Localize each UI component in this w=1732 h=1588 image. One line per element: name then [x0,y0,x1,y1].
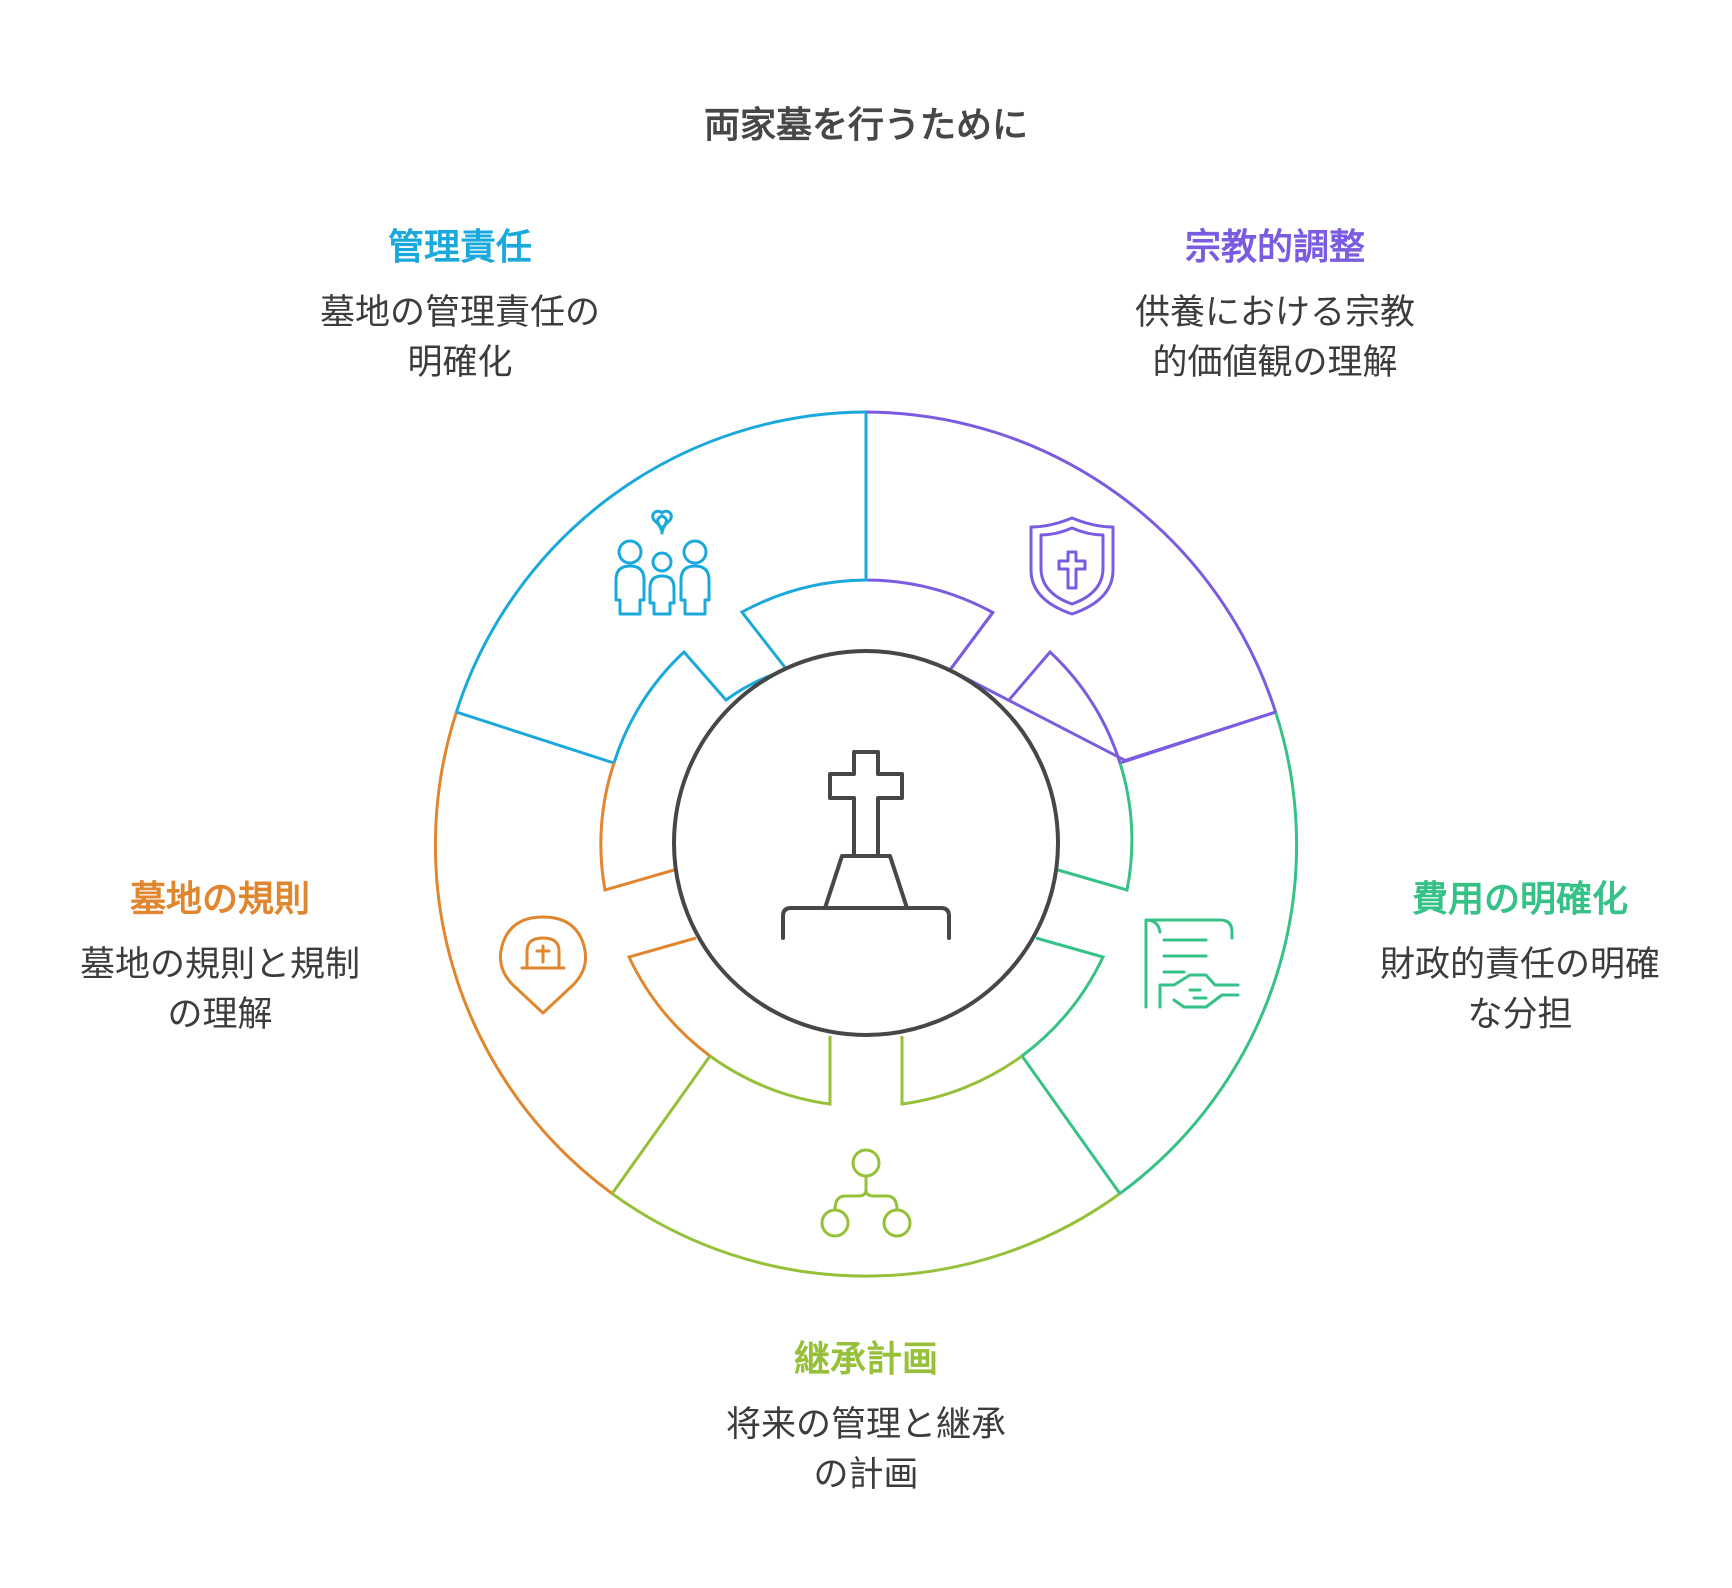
segment-succession [610,1036,1023,1195]
label-title: 管理責任 [387,227,532,268]
outer-arc-rules [433,711,613,1195]
diagram-title: 両家墓を行うために [703,105,1028,146]
family-heart-icon [614,509,711,616]
label-title: 継承計画 [793,1339,938,1380]
segment-management [455,412,868,765]
shield-cross-icon [1029,516,1115,616]
label-desc-line: の計画 [813,1455,919,1495]
center-circle [672,649,1060,1037]
contract-handshake-icon [1144,918,1240,1009]
label-rules: 墓地の規則 墓地の規則と規制 の理解 [40,870,400,1040]
label-desc-line: 的価値観の理解 [1152,343,1398,383]
outer-arc-management [454,410,867,713]
label-desc-line: 供養における宗教 [1134,293,1415,333]
label-desc-line: 財政的責任の明確 [1379,945,1660,985]
label-religion: 宗教的調整 供養における宗教 的価値観の理解 [1105,218,1445,388]
label-succession: 継承計画 将来の管理と継承 の計画 [690,1330,1042,1500]
label-desc-line: 将来の管理と継承 [725,1405,1006,1445]
label-cost: 費用の明確化 財政的責任の明確 な分担 [1340,870,1700,1040]
outer-arc-religion [864,410,1278,763]
label-title: 宗教的調整 [1184,227,1365,268]
segment-religion [948,611,1277,765]
label-title: 費用の明確化 [1411,879,1628,920]
segment-rules [599,762,711,1058]
label-desc-line: 墓地の規則と規制 [79,945,360,985]
outer-arc-cost [1119,711,1299,1195]
branch-nodes-icon [820,1148,912,1238]
label-desc-line: 墓地の管理責任の [319,293,600,333]
label-desc-line: 明確化 [407,343,513,383]
grave-pin-icon [498,915,588,1015]
outer-arc-succession [611,1192,1121,1278]
segment-cost [1019,762,1134,1195]
label-title: 墓地の規則 [129,879,310,920]
label-management: 管理責任 墓地の管理責任の 明確化 [290,218,630,388]
grave-cross-icon [781,750,951,940]
label-desc-line: な分担 [1467,995,1573,1035]
label-desc-line: の理解 [167,995,273,1035]
